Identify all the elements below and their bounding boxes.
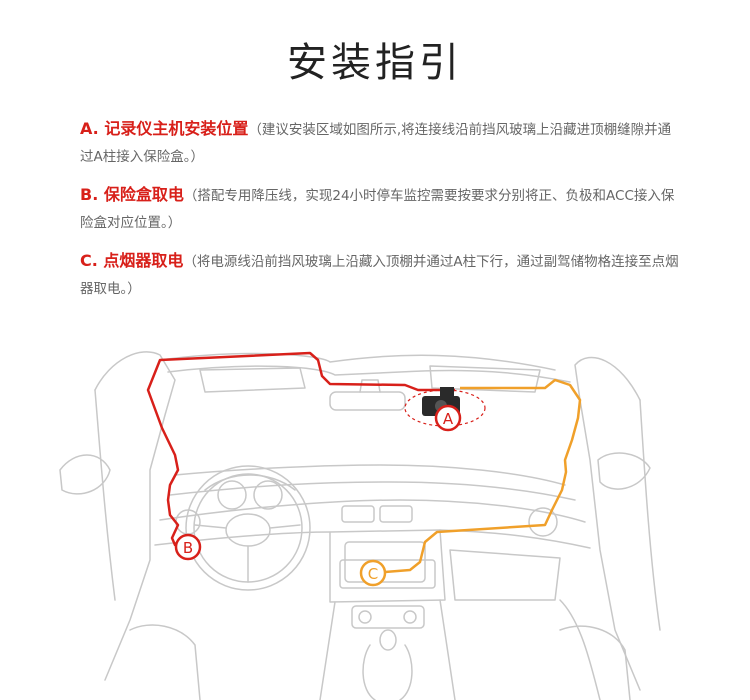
instruction-head-a: A. 记录仪主机安装位置	[80, 119, 249, 138]
marker-b-label: B	[183, 539, 193, 557]
marker-c: C	[359, 559, 387, 587]
instruction-item-a: A. 记录仪主机安装位置（建议安装区域如图所示,将连接线沿前挡风玻璃上沿藏进顶棚…	[80, 115, 680, 171]
orange-cable-path	[384, 378, 582, 574]
red-cable-path	[146, 351, 455, 550]
page-title: 安装指引	[287, 40, 463, 86]
marker-c-label: C	[368, 565, 378, 583]
instruction-item-c: C. 点烟器取电（将电源线沿前挡风玻璃上沿藏入顶棚并通过A柱下行，通过副驾储物格…	[80, 247, 680, 303]
instruction-desc-c: （将电源线沿前挡风玻璃上沿藏入顶棚并通过A柱下行，通过副驾储物格连接至点烟器取电…	[80, 254, 679, 297]
car-outline-drawing	[59, 351, 661, 700]
device-a-highlight	[404, 389, 486, 427]
instruction-head-b: B. 保险盒取电	[80, 185, 184, 204]
instruction-desc-b: （搭配专用降压线，实现24小时停车监控需要按要求分别将正、负极和ACC接入保险盒…	[80, 188, 675, 231]
marker-a-label: A	[443, 410, 454, 428]
instruction-list: A. 记录仪主机安装位置（建议安装区域如图所示,将连接线沿前挡风玻璃上沿藏进顶棚…	[80, 115, 680, 313]
instruction-desc-a: （建议安装区域如图所示,将连接线沿前挡风玻璃上沿藏进顶棚缝隙并通过A柱接入保险盒…	[80, 122, 672, 165]
instruction-head-c: C. 点烟器取电	[80, 251, 184, 270]
marker-a: A	[434, 404, 462, 432]
car-interior-diagram: A B C	[59, 351, 661, 700]
marker-b: B	[174, 533, 202, 561]
instruction-item-b: B. 保险盒取电（搭配专用降压线，实现24小时停车监控需要按要求分别将正、负极和…	[80, 181, 680, 237]
